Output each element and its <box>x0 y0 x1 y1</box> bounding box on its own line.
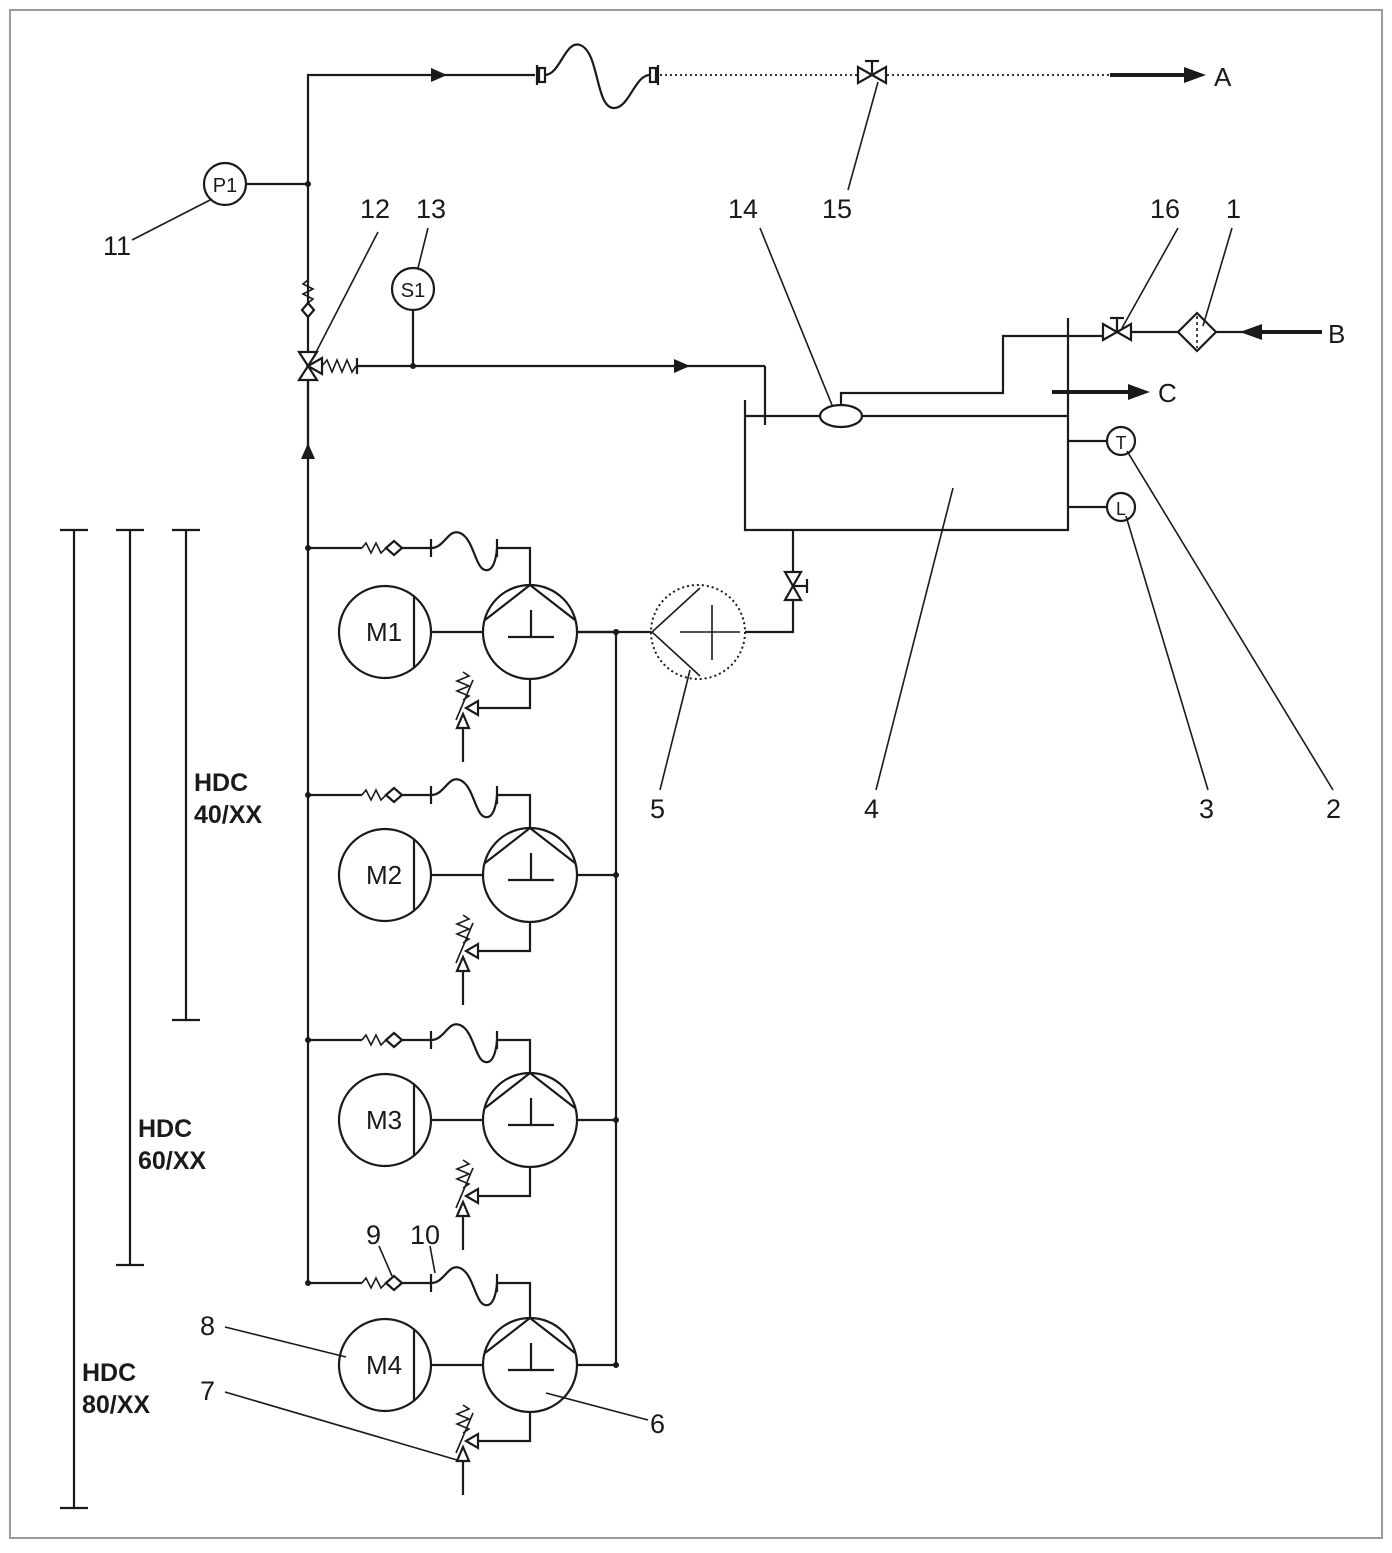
leader-line-12 <box>311 231 379 361</box>
range-bar-hdc60 <box>116 528 144 1267</box>
check-valve-3 <box>361 1031 404 1049</box>
inlet-label-b: B <box>1328 319 1345 349</box>
pump-unit-3: M3 <box>305 1023 619 1250</box>
pump-unit-2: M2 <box>305 778 619 1005</box>
relief-valve-12 <box>296 350 767 425</box>
cooler-5 <box>577 584 795 680</box>
range-bar-hdc40 <box>172 528 200 1022</box>
callout-1: 1 <box>1226 194 1241 224</box>
callout-14: 14 <box>728 194 758 224</box>
range-label-hdc80-line2: 80/XX <box>82 1391 150 1419</box>
pump-relief-valve-3 <box>454 1159 532 1250</box>
check-valve-main <box>300 279 316 319</box>
motor-2: M2 <box>337 827 433 923</box>
check-valve-2 <box>361 786 404 804</box>
callout-8: 8 <box>200 1311 215 1341</box>
callout-3: 3 <box>1199 794 1214 824</box>
callout-10: 10 <box>410 1220 440 1250</box>
check-valve-4 <box>361 1274 404 1292</box>
range-label-hdc60-line2: 60/XX <box>138 1147 206 1175</box>
motor-label-2: M2 <box>366 860 402 890</box>
pump-unit-4: M4 <box>305 1266 619 1495</box>
range-bar-hdc80 <box>60 528 88 1510</box>
leader-line-3 <box>1125 515 1209 791</box>
gauge-label-p1: P1 <box>213 175 237 197</box>
diagram-frame <box>9 9 1383 1539</box>
callout-9: 9 <box>366 1220 381 1250</box>
motor-label-4: M4 <box>366 1350 402 1380</box>
callout-5: 5 <box>650 794 665 824</box>
leader-line-4 <box>875 487 954 791</box>
hose-3 <box>429 1023 499 1064</box>
range-label-hdc80-line1: HDC <box>82 1359 136 1387</box>
inlet-line-b <box>1101 311 1322 353</box>
callout-16: 16 <box>1150 194 1180 224</box>
pressure-line-to-a <box>306 43 1206 455</box>
gauge-label-s1: S1 <box>401 280 425 302</box>
callout-6: 6 <box>650 1409 665 1439</box>
callout-4: 4 <box>864 794 879 824</box>
leader-line-6 <box>545 1392 649 1421</box>
pump-3 <box>481 1071 579 1169</box>
callout-2: 2 <box>1326 794 1341 824</box>
leader-line-1 <box>1202 227 1233 327</box>
pump-relief-valve-2 <box>454 914 532 1005</box>
leader-line-7 <box>224 1391 458 1461</box>
callout-11: 11 <box>103 231 131 261</box>
pressure-switch-s1: S1 <box>390 266 436 369</box>
leader-line-9 <box>378 1245 393 1277</box>
motor-label-1: M1 <box>366 617 402 647</box>
pressure-gauge-p1: P1 <box>202 161 311 207</box>
leader-line-8 <box>224 1326 347 1358</box>
leader-line-5 <box>659 669 691 791</box>
motor-3: M3 <box>337 1072 433 1168</box>
outlet-label-c: C <box>1158 378 1177 408</box>
pump-relief-valve-1 <box>454 671 532 762</box>
motor-4: M4 <box>337 1317 433 1413</box>
leader-line-11 <box>131 198 213 241</box>
pump-relief-valve-4 <box>454 1404 532 1495</box>
leader-line-16 <box>1121 227 1179 329</box>
callout-15: 15 <box>822 194 852 224</box>
leader-line-13 <box>417 227 429 269</box>
shutoff-valve-15 <box>856 59 888 85</box>
range-label-hdc40-line1: HDC <box>194 769 248 797</box>
outlet-label-a: A <box>1214 62 1232 92</box>
hose-1 <box>429 531 499 572</box>
motor-label-3: M3 <box>366 1105 402 1135</box>
range-label-hdc40-line2: 40/XX <box>194 801 262 829</box>
leader-line-2 <box>1126 450 1334 791</box>
pump-2 <box>481 826 579 924</box>
tank-drain-valve <box>783 530 809 602</box>
check-valve-1 <box>361 539 404 557</box>
callout-13: 13 <box>416 194 446 224</box>
pump-1 <box>481 583 579 681</box>
tank-4 <box>743 318 1150 532</box>
leader-line-10 <box>429 1245 436 1274</box>
sensor-label-t: T <box>1116 433 1127 453</box>
sensor-label-l: L <box>1116 499 1126 519</box>
callout-12: 12 <box>360 194 390 224</box>
callout-7: 7 <box>200 1376 215 1406</box>
motor-1: M1 <box>337 584 433 680</box>
hose-2 <box>429 778 499 819</box>
leader-line-15b <box>847 81 879 191</box>
leader-line-14 <box>759 227 833 406</box>
range-label-hdc60-line1: HDC <box>138 1115 192 1143</box>
pump-unit-1: M1 <box>305 531 619 762</box>
hose-4 <box>429 1266 499 1307</box>
